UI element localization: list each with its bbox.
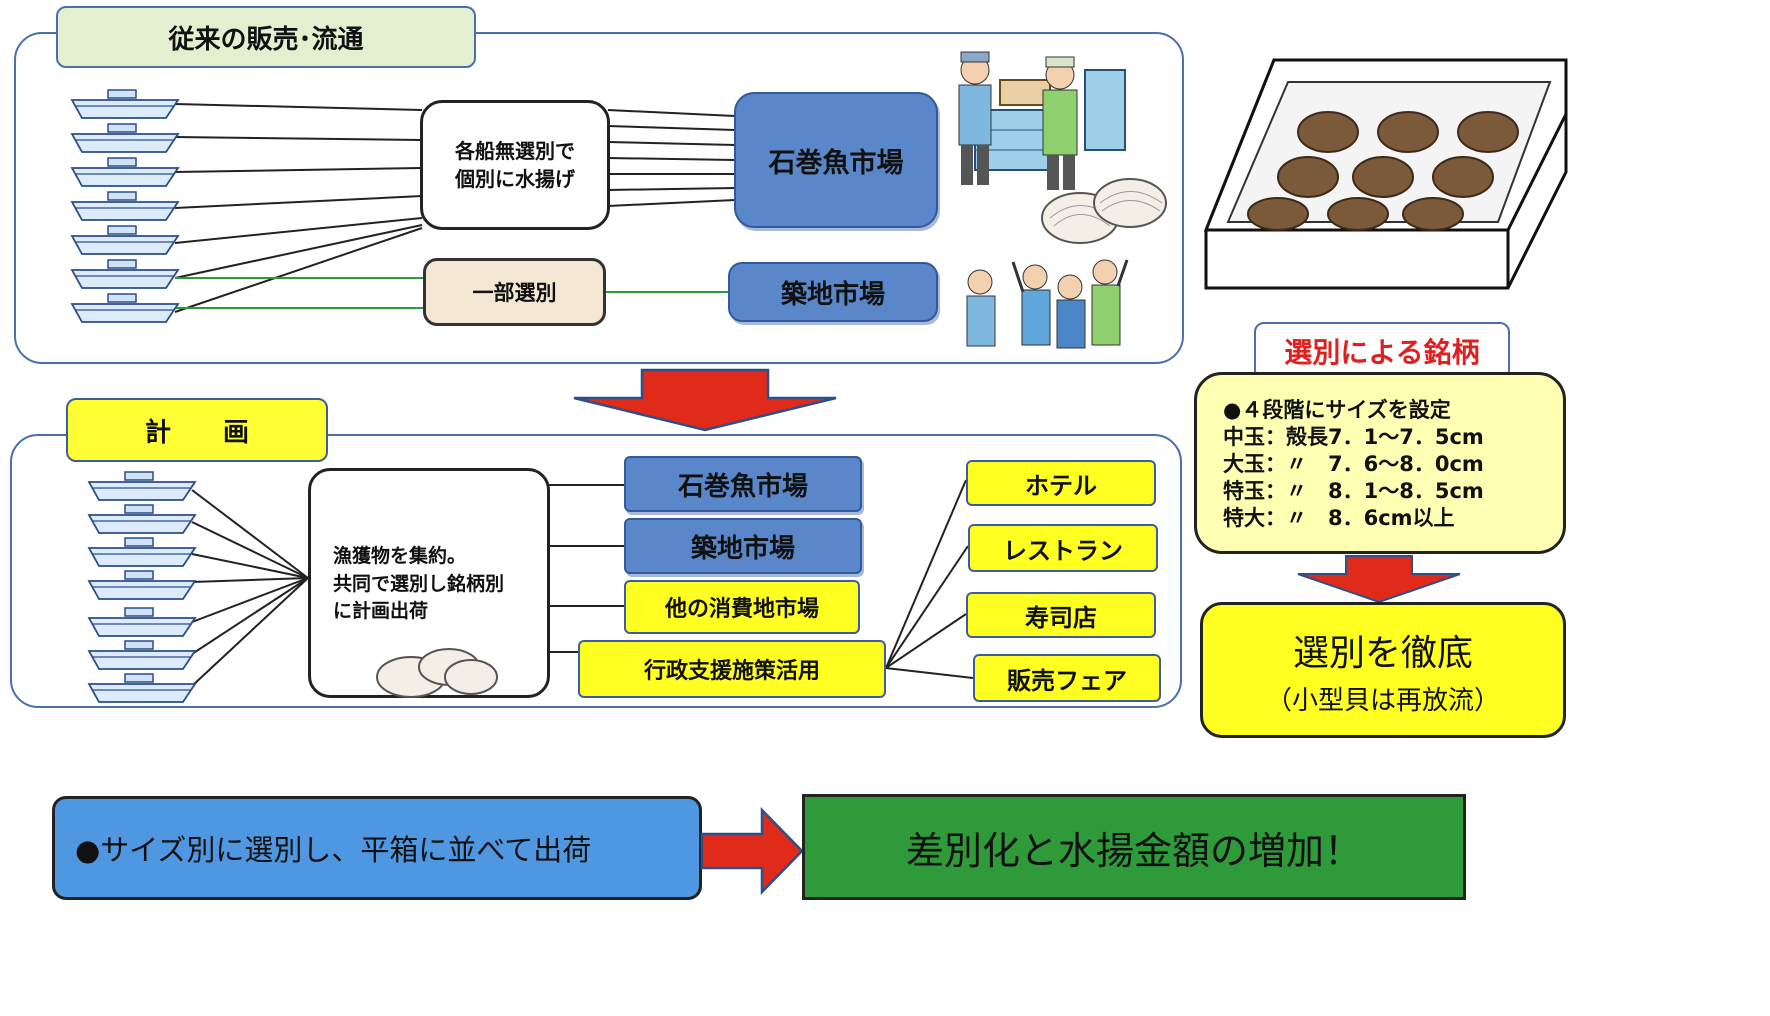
sort-ship-box: ●サイズ別に選別し、平箱に並べて出荷 [52, 796, 702, 900]
destination-fair: 販売フェア [973, 654, 1161, 702]
destination-sushi: 寿司店 [966, 592, 1156, 638]
differentiation-text: 差別化と水揚金額の増加！ [905, 828, 1362, 873]
market-other-consumer: 他の消費地市場 [624, 580, 860, 634]
collect-sort-box: 漁獲物を集約。 共同で選別し銘柄別 に計画出荷 [308, 468, 550, 698]
thorough-sorting-sub: （小型貝は再放流） [1265, 685, 1500, 716]
clam-crate-illustration [1203, 58, 1568, 290]
cheering-crowd-illustration [966, 259, 1129, 349]
boat-icon [70, 259, 180, 289]
sort-ship-text: ●サイズ別に選別し、平箱に並べて出荷 [75, 833, 592, 867]
destination-sushi-label: 寿司店 [1025, 603, 1097, 632]
destination-restaurant: レストラン [968, 524, 1158, 572]
boat-icon [87, 471, 197, 501]
destination-hotel: ホテル [966, 460, 1156, 506]
market-ishinomaki-plan: 石巻魚市場 [624, 456, 862, 512]
brand-title-text: 選別による銘柄 [1284, 336, 1480, 369]
market-ishinomaki-plan-label: 石巻魚市場 [677, 471, 808, 502]
boat-group-plan [85, 470, 200, 710]
collect-sort-line3: に計画出荷 [333, 600, 429, 623]
boat-icon [87, 537, 197, 567]
boat-icon [70, 225, 180, 255]
market-tsukiji-top: 築地市場 [728, 262, 938, 322]
boat-icon [87, 607, 197, 637]
boat-icon [87, 640, 197, 670]
destination-fair-label: 販売フェア [1007, 666, 1127, 695]
destination-hotel-label: ホテル [1025, 471, 1097, 500]
clam-shells-illustration [1041, 178, 1167, 244]
unsorted-landing-line2: 個別に水揚げ [455, 167, 575, 191]
plan-title: 計 画 [66, 398, 328, 462]
size-grade-heading: ●４段階にサイズを設定 [1223, 398, 1451, 422]
conventional-title-text: 従来の販売･流通 [168, 24, 364, 55]
destination-restaurant-label: レストラン [1003, 536, 1123, 565]
partial-sort-box: 一部選別 [423, 258, 606, 326]
right-arrow [700, 806, 804, 896]
plan-connectors [191, 479, 974, 687]
market-tsukiji-plan: 築地市場 [624, 518, 862, 574]
boat-icon [70, 293, 180, 323]
market-ishinomaki-top-label: 石巻魚市場 [768, 147, 904, 179]
unsorted-landing-box: 各船無選別で 個別に水揚げ [420, 100, 610, 230]
size-grade-extra-large: 特大：〃 8．6cm以上 [1223, 506, 1455, 530]
size-grade-box: ●４段階にサイズを設定 中玉：殻長7．1～7．5cm 大玉：〃 7．6～8．0c… [1194, 372, 1566, 554]
conventional-connectors [174, 103, 736, 313]
collect-sort-line2: 共同で選別し銘柄別 [333, 572, 505, 595]
boat-icon [87, 673, 197, 703]
differentiation-box: 差別化と水揚金額の増加！ [802, 794, 1466, 900]
unsorted-landing-line1: 各船無選別で [455, 139, 575, 163]
fish-market-workers-illustration [958, 51, 1126, 190]
size-grade-large: 大玉：〃 7．6～8．0cm [1223, 452, 1484, 476]
boat-icon [87, 504, 197, 534]
collect-sort-line1: 漁獲物を集約。 [333, 545, 467, 567]
collect-sort-text: 漁獲物を集約。 共同で選別し銘柄別 に計画出荷 [333, 543, 504, 626]
size-grade-medium: 中玉：殻長7．1～7．5cm [1223, 425, 1484, 449]
government-support-label: 行政支援施策活用 [643, 659, 820, 684]
conventional-title: 従来の販売･流通 [56, 6, 476, 68]
plan-title-text: 計 画 [144, 417, 249, 448]
market-tsukiji-plan-label: 築地市場 [690, 533, 795, 564]
market-tsukiji-top-label: 築地市場 [780, 279, 885, 310]
government-support-box: 行政支援施策活用 [578, 640, 886, 698]
down-arrow [573, 368, 837, 432]
market-ishinomaki-top: 石巻魚市場 [734, 92, 938, 228]
partial-sort-label: 一部選別 [472, 281, 557, 305]
market-other-consumer-label: 他の消費地市場 [664, 597, 819, 622]
brand-title: 選別による銘柄 [1254, 322, 1510, 380]
clam-shells-small-illustration [376, 648, 498, 698]
boat-icon [87, 570, 197, 600]
thorough-sorting-title: 選別を徹底 [1292, 632, 1473, 674]
thorough-sorting-box: 選別を徹底 （小型貝は再放流） [1200, 602, 1566, 738]
boat-icon [70, 123, 180, 153]
boat-icon [70, 157, 180, 187]
boat-icon [70, 191, 180, 221]
boat-group-conventional [68, 88, 183, 328]
boat-icon [70, 89, 180, 119]
down-arrow-right [1297, 555, 1461, 604]
size-grade-special: 特玉：〃 8．1～8．5cm [1223, 479, 1484, 503]
